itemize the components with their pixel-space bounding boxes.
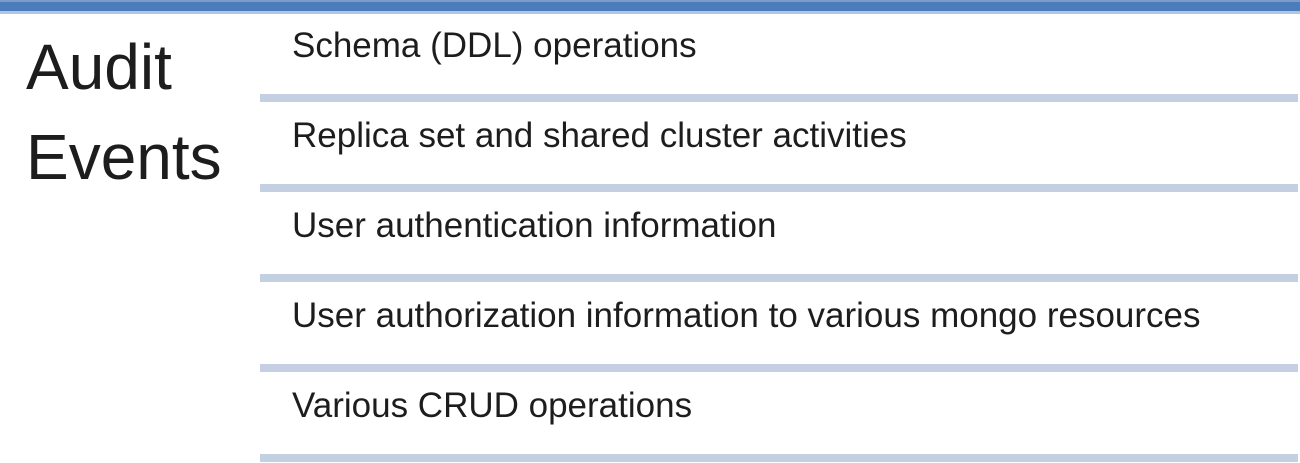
audit-events-list: Schema (DDL) operations Replica set and …: [260, 12, 1298, 462]
page-title: Audit Events: [26, 31, 222, 193]
list-item-label: User authorization information to variou…: [292, 296, 1201, 335]
list-item: Replica set and shared cluster activitie…: [260, 102, 1298, 192]
top-accent-bar: [0, 0, 1300, 14]
list-item-label: User authentication information: [292, 206, 777, 245]
list-item-label: Replica set and shared cluster activitie…: [292, 116, 907, 155]
list-item: User authorization information to variou…: [260, 282, 1298, 372]
list-item: User authentication information: [260, 192, 1298, 282]
list-item-label: Schema (DDL) operations: [292, 26, 697, 65]
list-item-label: Various CRUD operations: [292, 386, 693, 425]
list-item: Various CRUD operations: [260, 372, 1298, 462]
list-item: Schema (DDL) operations: [260, 12, 1298, 102]
